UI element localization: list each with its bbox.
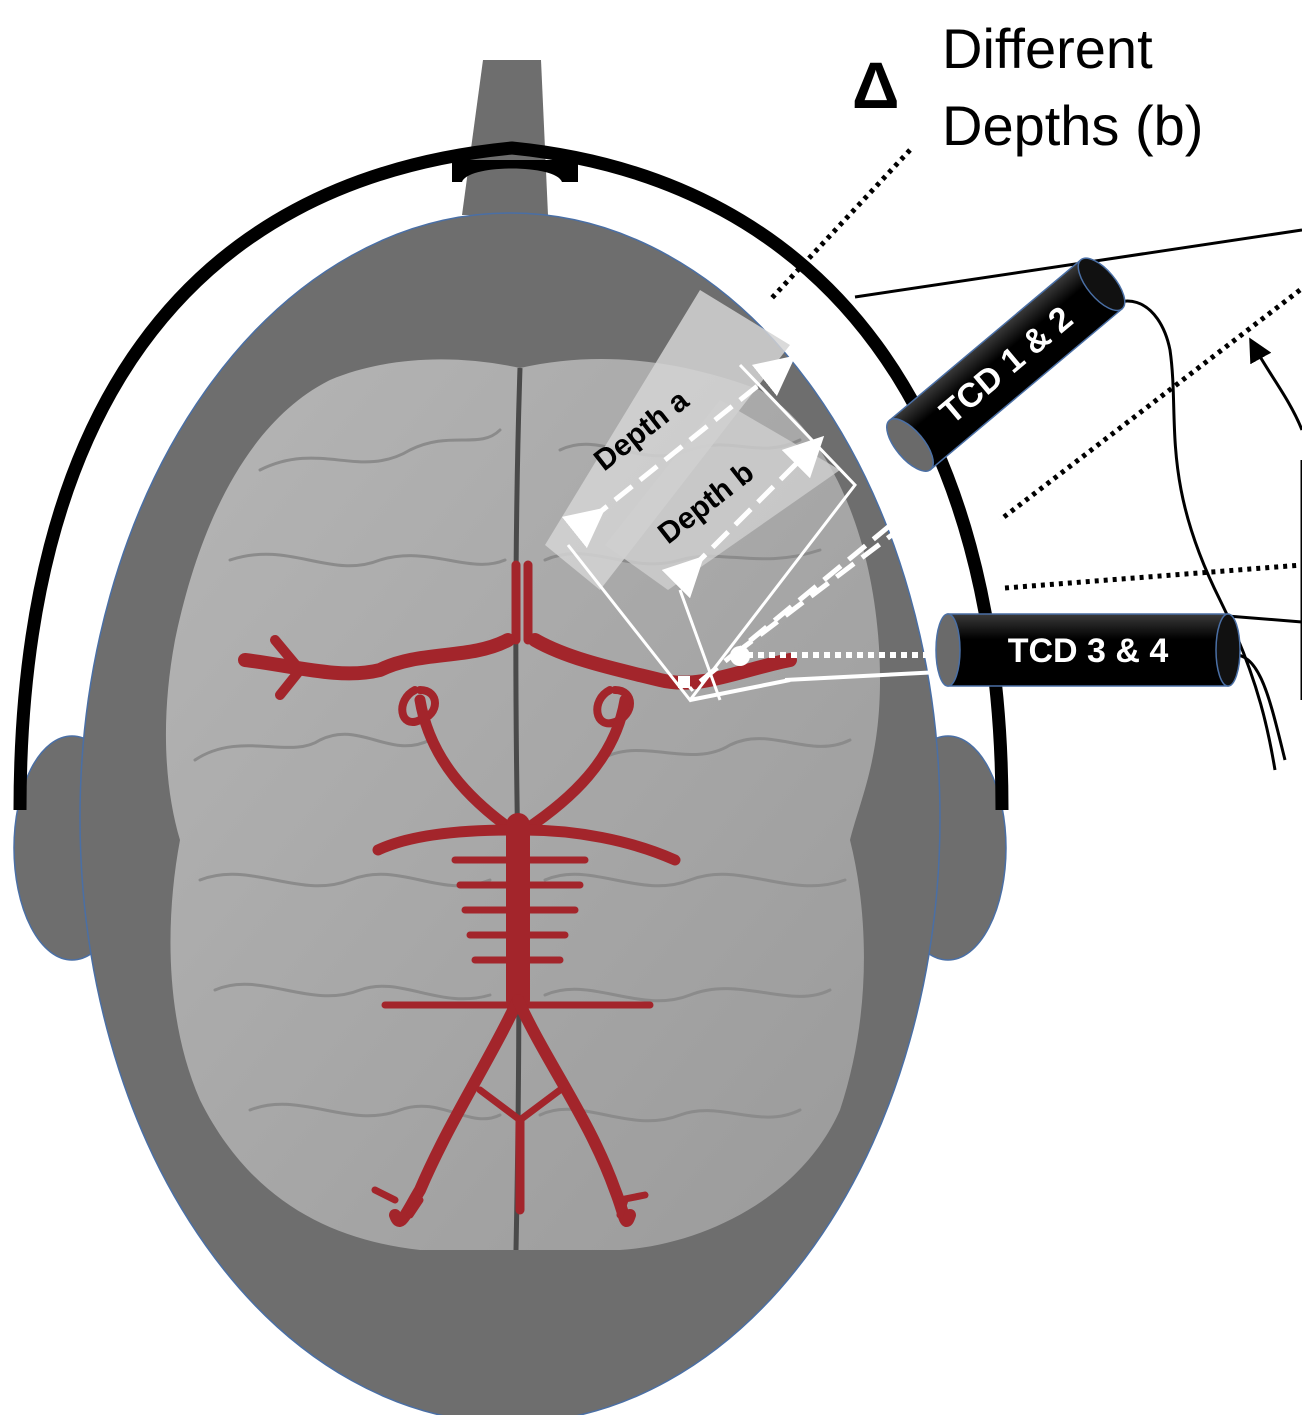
annotation-line-2: Depths (b) (942, 94, 1203, 157)
tcd-probe-upper: TCD 1 & 2 (879, 251, 1133, 479)
nose-shape (462, 60, 548, 215)
annotation-line-1: Different (942, 17, 1153, 80)
curved-arrow (1255, 348, 1302, 430)
tcd-probe-lower-label: TCD 3 & 4 (1008, 632, 1169, 670)
tcd-probe-lower: TCD 3 & 4 (936, 614, 1240, 686)
delta-symbol: Δ (852, 48, 899, 122)
